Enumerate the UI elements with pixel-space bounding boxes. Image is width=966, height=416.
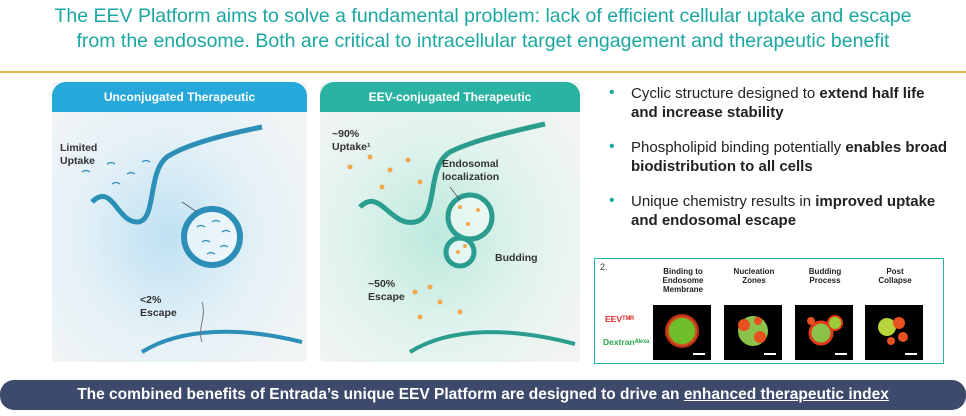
uptake-label-eev: ~90%Uptake¹ xyxy=(332,128,371,153)
bullet-uptake-escape: • Unique chemistry results in improved u… xyxy=(609,192,936,229)
micrograph-post-collapse xyxy=(865,305,923,360)
unconjugated-illustration xyxy=(81,124,303,354)
micrograph-budding xyxy=(795,305,853,360)
cell-membrane xyxy=(90,124,263,225)
unconjugated-header: Unconjugated Therapeutic xyxy=(52,82,307,112)
eev-conjugated-panel: EEV-conjugated Therapeutic ~90%Uptake¹ E… xyxy=(320,82,580,362)
micrograph-binding xyxy=(653,305,711,360)
nuclear-membrane xyxy=(408,330,576,354)
escape-label-eev: ~50%Escape xyxy=(368,278,405,303)
endosome xyxy=(181,206,243,268)
bullet-dot: • xyxy=(609,138,615,155)
micrograph-nucleation xyxy=(724,305,782,360)
eev-conjugated-illustration xyxy=(347,121,576,354)
eev-stain-label: EEVᵀᴹᴿ xyxy=(605,314,634,324)
dextran-stain-label: Dextranᴬˡᵉˣᵃ xyxy=(603,337,650,347)
bullet-dot: • xyxy=(609,192,615,209)
title-divider xyxy=(0,71,966,73)
bullet-half-life: • Cyclic structure designed to extend ha… xyxy=(609,84,925,121)
escape-label-unconjugated: <2%Escape xyxy=(140,294,177,319)
nuclear-membrane xyxy=(140,329,303,354)
budding-label: Budding xyxy=(495,252,538,264)
title-line-1: The EEV Platform aims to solve a fundame… xyxy=(54,5,912,27)
title-line-2: from the endosome. Both are critical to … xyxy=(76,30,890,52)
bullet-biodistribution: • Phospholipid binding potentially enabl… xyxy=(609,138,948,175)
benefit-bullets: • Cyclic structure designed to extend ha… xyxy=(605,84,950,246)
conclusion-banner: The combined benefits of Entrada’s uniqu… xyxy=(0,380,966,410)
therapeutic-index-emphasis: enhanced therapeutic index xyxy=(683,386,889,403)
slide-title: The EEV Platform aims to solve a fundame… xyxy=(0,4,966,54)
eev-conjugated-header: EEV-conjugated Therapeutic xyxy=(320,82,580,112)
inset-number: 2. xyxy=(600,262,608,272)
therapeutic-molecules xyxy=(81,159,231,255)
cell-membrane xyxy=(358,121,546,225)
bullet-dot: • xyxy=(609,84,615,101)
eev-molecules xyxy=(347,154,480,320)
endosome xyxy=(445,192,495,242)
